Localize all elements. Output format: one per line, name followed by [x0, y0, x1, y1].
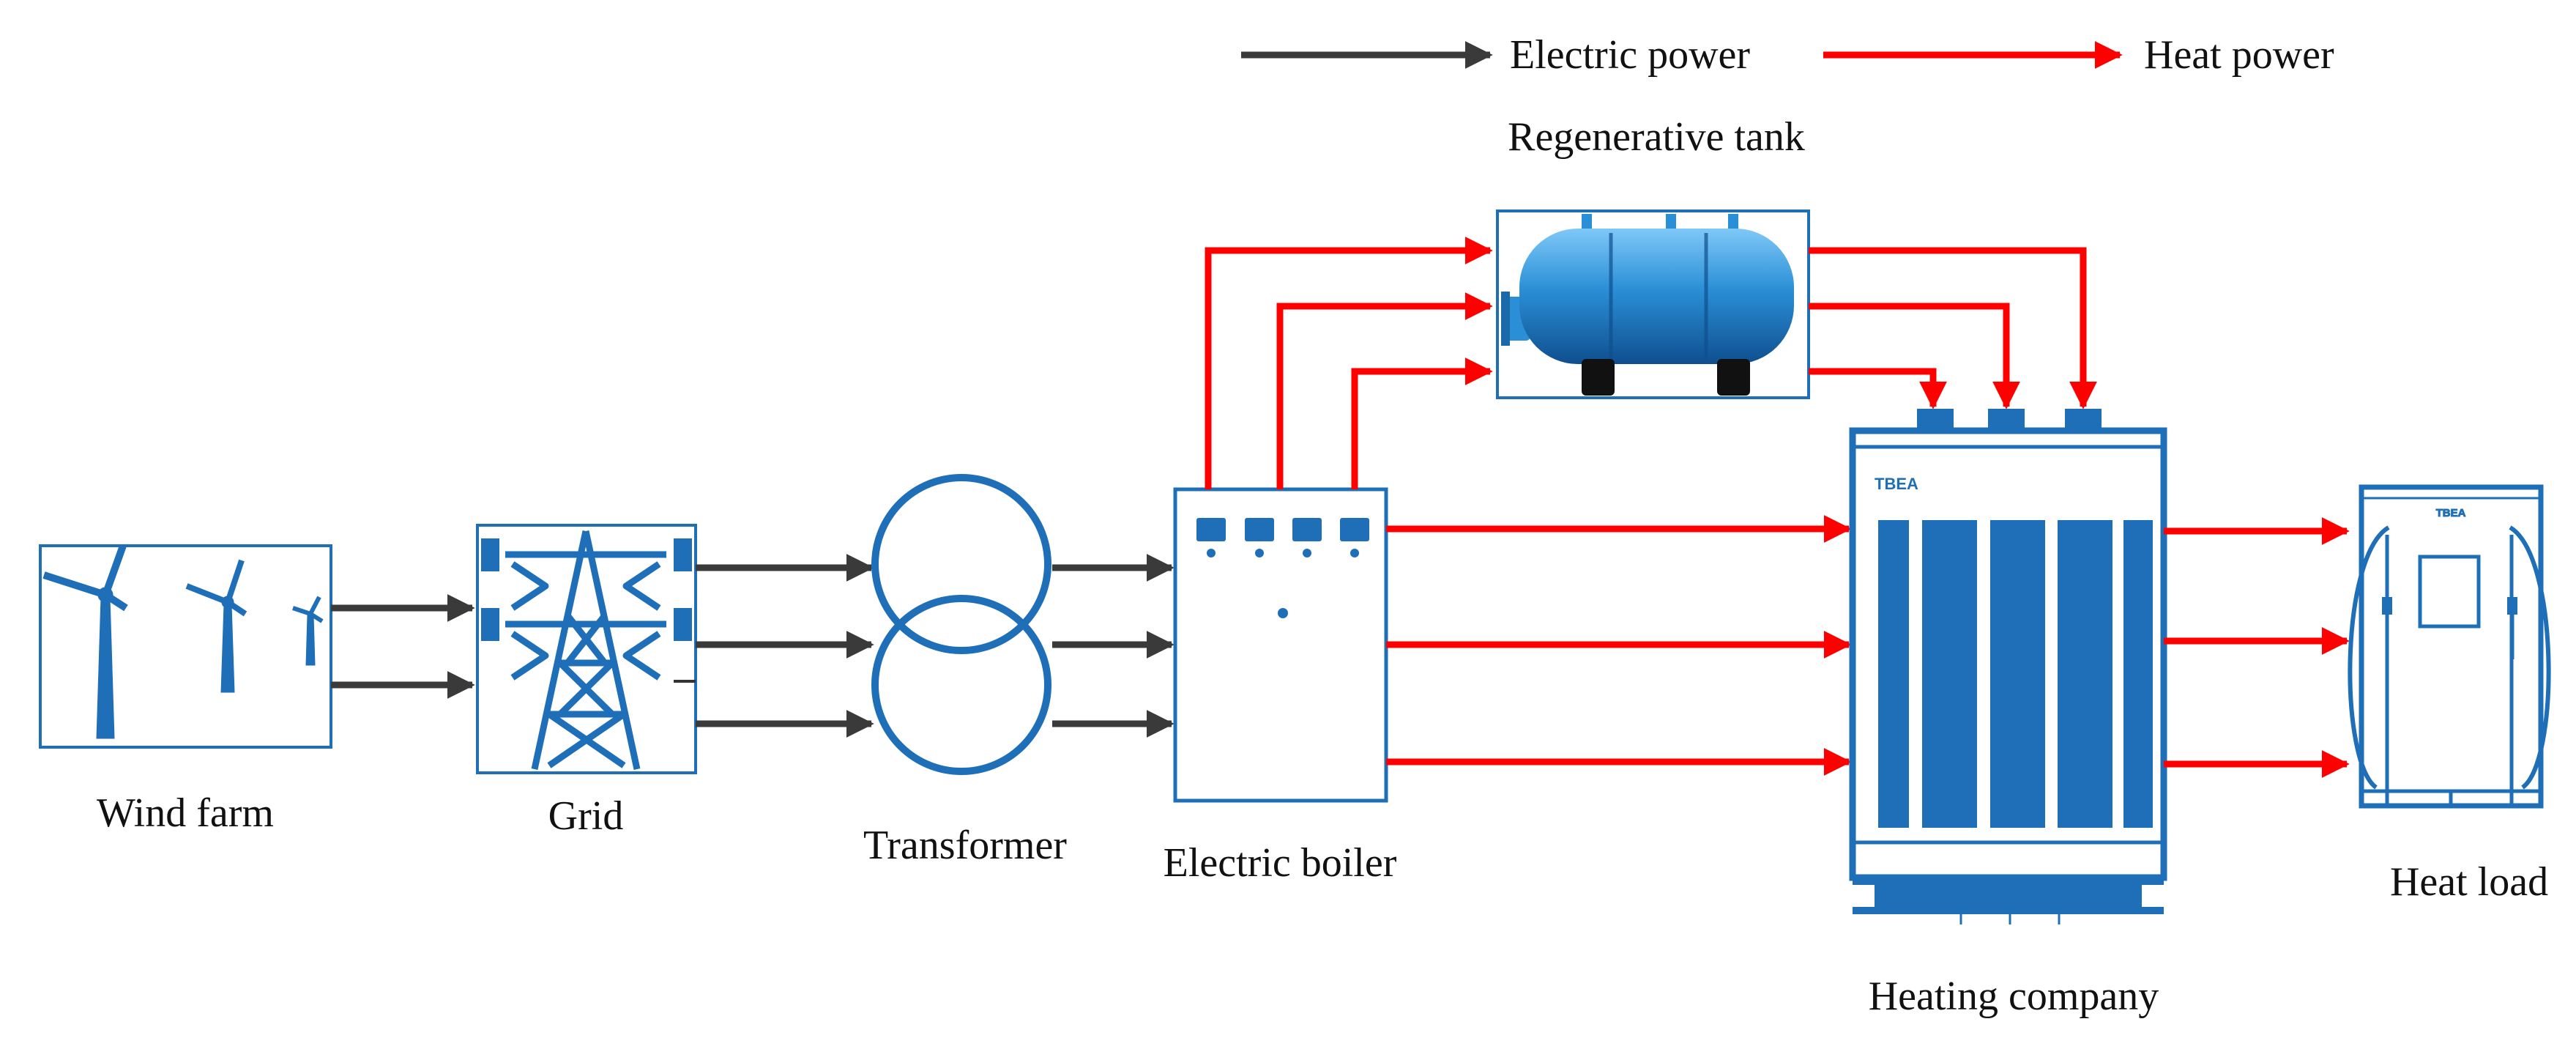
transformer-icon: [871, 474, 1051, 775]
wind-turbine-icon: [42, 544, 128, 739]
wind-farm-label: Wind farm: [97, 790, 274, 836]
heat-arrows-boiler-to-tank: [1205, 237, 1493, 489]
electric-arrows-wind-to-grid: [331, 594, 475, 699]
electric-boiler-label: Electric boiler: [1164, 840, 1397, 886]
electric-arrows-grid-to-transformer: [696, 554, 874, 738]
legend-electric-label: Electric power: [1510, 32, 1750, 78]
legend-heat-label: Heat power: [2144, 32, 2334, 78]
heat-arrows-boiler-to-heating-company: [1386, 515, 1852, 776]
heat-arrows-tank-to-heating-company: [1809, 247, 2097, 409]
electric-arrows-transformer-to-boiler: [1052, 554, 1175, 738]
heat-arrows-heating-company-to-heat-load: [2164, 517, 2350, 778]
heating-company-brand: TBEA: [1875, 475, 1918, 493]
regenerative-tank-label: Regenerative tank: [1508, 114, 1805, 160]
grid-tower-icon: [476, 524, 697, 774]
heat-load-label: Heat load: [2390, 859, 2548, 905]
heat-load-icon: TBEA: [2348, 484, 2551, 809]
wind-turbine-icon: [292, 596, 324, 666]
grid-label: Grid: [548, 793, 624, 839]
wind-farm-icon: [39, 544, 332, 749]
legend: Electric power Heat power: [1241, 32, 2334, 78]
wind-turbine-icon: [185, 559, 247, 693]
transformer-label: Transformer: [863, 823, 1067, 868]
heat-load-brand: TBEA: [2436, 507, 2466, 519]
heating-company-label: Heating company: [1869, 974, 2159, 1019]
electric-boiler-icon: [1173, 487, 1388, 803]
regenerative-tank-icon: [1496, 210, 1810, 399]
heating-company-icon: TBEA: [1849, 409, 2167, 924]
